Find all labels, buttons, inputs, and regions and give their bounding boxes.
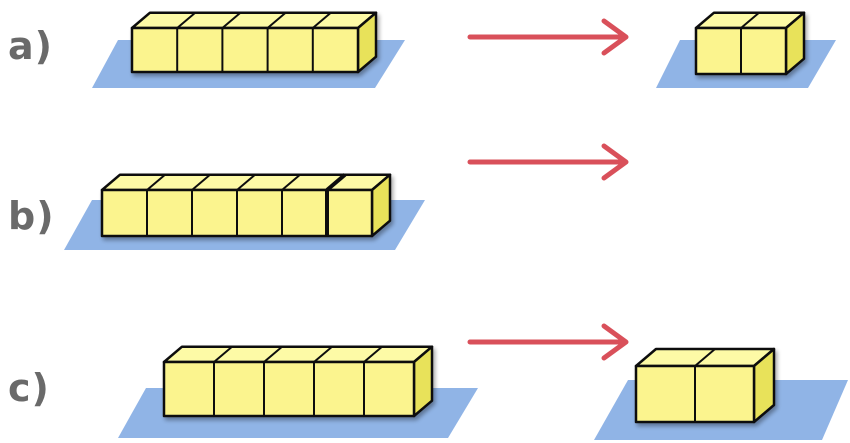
row-label-a: a) bbox=[8, 24, 54, 68]
row-a-input-group bbox=[92, 11, 405, 88]
row-a-input-bar bbox=[130, 11, 378, 74]
row-c-output-bar bbox=[634, 347, 776, 424]
row-b-input-bar-cube-top-divider bbox=[146, 173, 166, 191]
row-b-arrow-head bbox=[601, 143, 629, 181]
row-b-input-bar bbox=[100, 173, 392, 238]
row-a-input-bar-cube-top-divider bbox=[176, 11, 196, 29]
row-a-input-bar-top-face bbox=[130, 11, 378, 30]
row-c-input-bar-top-face bbox=[162, 345, 434, 364]
row-c-output-group bbox=[594, 347, 848, 440]
row-a-arrow-head bbox=[601, 18, 629, 56]
row-b-input-group bbox=[64, 173, 425, 250]
row-c-input-bar-cube-top-divider bbox=[263, 345, 283, 363]
row-c-input-bar-cube-top-divider bbox=[213, 345, 233, 363]
row-a-input-bar-cube-top-divider bbox=[221, 11, 242, 29]
row-a-input-bar-front-face bbox=[130, 26, 360, 74]
row-c-input-bar bbox=[162, 345, 434, 418]
row-a-output-group bbox=[656, 11, 836, 88]
row-a-input-bar-cube-top-divider bbox=[312, 11, 332, 29]
row-c-input-group bbox=[118, 345, 478, 438]
row-c-input-bar-cube-top-divider bbox=[313, 345, 333, 363]
row-a-output-bar-cube-top-divider bbox=[740, 11, 760, 29]
row-c-arrow-head bbox=[601, 323, 629, 361]
row-b-arrow bbox=[467, 143, 629, 181]
row-c-input-bar-front-face bbox=[162, 360, 416, 418]
row-a-arrow bbox=[467, 18, 629, 56]
row-b-input-bar-split-top-divider bbox=[325, 173, 347, 192]
row-a-output-bar bbox=[694, 11, 806, 76]
row-label-b: b) bbox=[8, 194, 55, 238]
row-label-c: c) bbox=[8, 366, 50, 410]
row-b-input-bar-cube-top-divider bbox=[281, 173, 301, 191]
row-b-input-bar-cube-top-divider bbox=[236, 173, 256, 191]
row-c-input-bar-cube-top-divider bbox=[363, 345, 383, 363]
row-c-arrow bbox=[467, 323, 629, 361]
row-a-input-bar-cube-top-divider bbox=[266, 11, 287, 29]
row-b-input-bar-cube-top-divider bbox=[191, 173, 211, 191]
row-c-output-bar-cube-top-divider bbox=[694, 348, 716, 367]
